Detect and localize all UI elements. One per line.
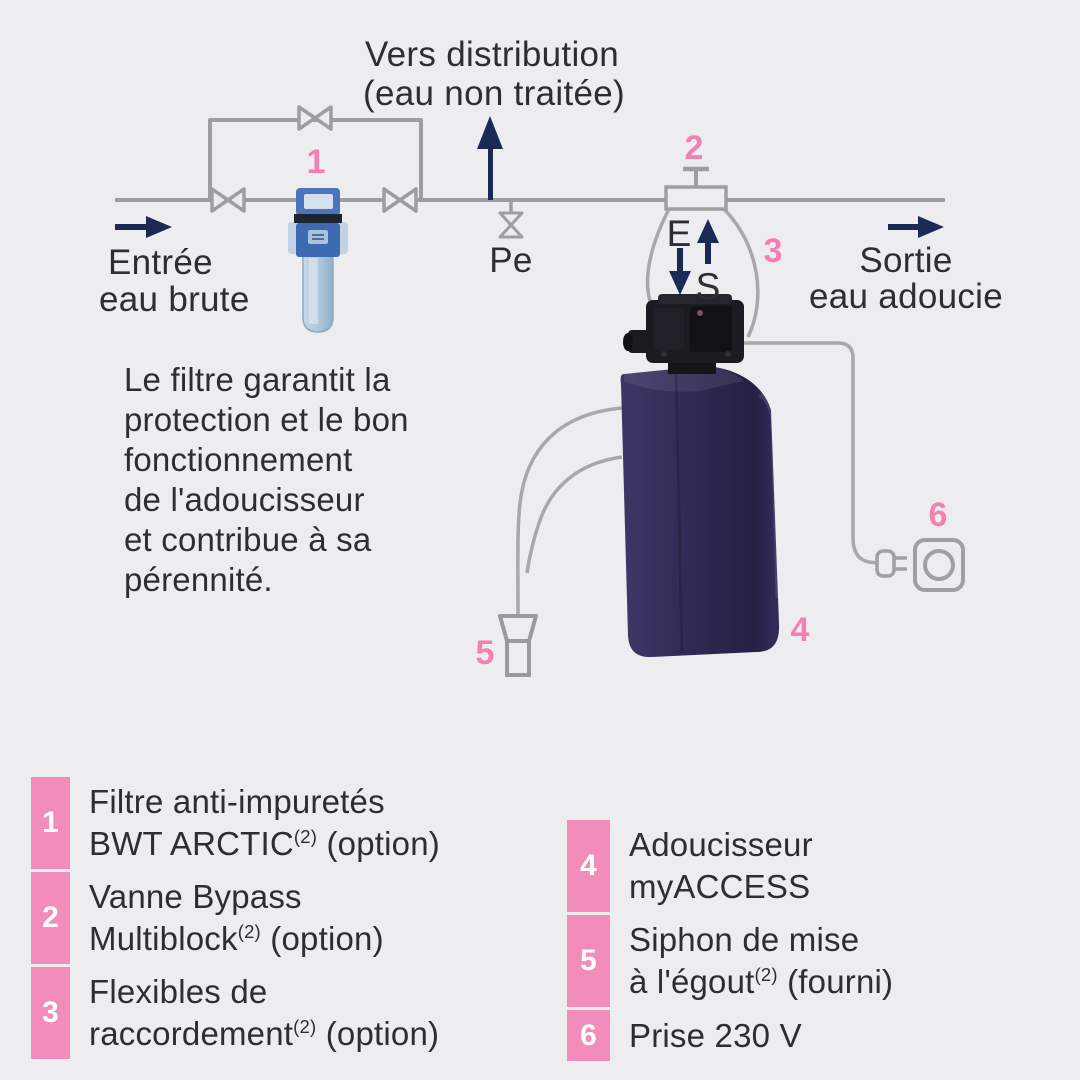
legend-line: raccordement <box>89 1015 294 1052</box>
valve-out-arrow-icon <box>697 219 719 264</box>
note-line: Le filtre garantit la <box>124 361 391 398</box>
label-distribution-line2: (eau non traitée) <box>363 74 625 113</box>
legend-line: myACCESS <box>629 868 811 905</box>
legend-badge-5: 5 <box>567 915 610 1007</box>
legend-line: (fourni) <box>777 963 894 1000</box>
softener-tank <box>620 366 781 658</box>
legend-line: Flexibles de <box>89 973 268 1010</box>
legend-line: (option) <box>317 825 440 862</box>
legend-line: Prise 230 V <box>629 1016 802 1054</box>
inlet-arrow-icon <box>115 216 172 238</box>
label-inlet-line2: eau brute <box>99 280 250 319</box>
note-line: et contribue à sa <box>124 521 372 558</box>
legend-badge-1: 1 <box>31 777 70 869</box>
pe-valve-icon <box>498 211 524 239</box>
valve-in-arrow-icon <box>669 248 691 295</box>
legend-item-filter: 1 Filtre anti-impuretés BWT ARCTIC(2) (o… <box>31 777 440 869</box>
bypass-valve-top-icon <box>297 105 333 131</box>
marker-filter: 1 <box>307 143 326 181</box>
legend-badge-3: 3 <box>31 967 70 1059</box>
drain-hose-outer <box>516 406 623 615</box>
multiblock-bypass <box>664 166 728 211</box>
legend-badge-2: 2 <box>31 872 70 964</box>
note-line: protection et le bon <box>124 401 409 438</box>
distribution-arrow-icon <box>477 116 503 200</box>
connection-hose-right <box>722 207 760 338</box>
filter-note: Le filtre garantit la protection et le b… <box>124 360 409 600</box>
legend-item-plug: 6 Prise 230 V <box>567 1010 893 1061</box>
outlet-arrow-icon <box>888 216 944 238</box>
legend-item-softener: 4 Adoucisseur myACCESS <box>567 820 893 912</box>
note-line: fonctionnement <box>124 441 353 478</box>
note-line: de l'adoucisseur <box>124 481 365 518</box>
label-distribution-line1: Vers distribution <box>365 35 619 74</box>
legend-line: (option) <box>260 920 384 957</box>
piping-diagram: Vers distribution (eau non traitée) Entr… <box>99 35 1003 677</box>
drain-hose-inner <box>525 455 623 574</box>
socket-icon <box>913 538 965 592</box>
power-cord <box>732 341 878 565</box>
filter-unit <box>288 188 348 333</box>
legend-line: Siphon de mise <box>629 921 860 958</box>
legend-item-bypass: 2 Vanne Bypass Multiblock(2) (option) <box>31 872 440 964</box>
legend-text-plug: Prise 230 V <box>610 1010 802 1061</box>
note-line: pérennité. <box>124 561 273 598</box>
legend-item-hoses: 3 Flexibles de raccordement(2) (option) <box>31 967 440 1059</box>
legend-text-bypass: Vanne Bypass Multiblock(2) (option) <box>70 872 384 964</box>
legend-footnote-sup: (2) <box>237 921 261 942</box>
legend-line: Multiblock <box>89 920 238 957</box>
marker-plug: 6 <box>929 496 948 534</box>
siphon-icon <box>498 614 538 677</box>
outlet-shutoff-valve-icon <box>382 187 418 213</box>
legend-left-column: 1 Filtre anti-impuretés BWT ARCTIC(2) (o… <box>31 777 440 1062</box>
label-outlet-line2: eau adoucie <box>809 277 1003 316</box>
control-valve-head <box>623 294 744 374</box>
legend-footnote-sup: (2) <box>754 964 778 985</box>
legend-right-column: 4 Adoucisseur myACCESS 5 Siphon de mise … <box>567 820 893 1064</box>
legend-line: Adoucisseur <box>629 826 813 863</box>
legend-line: Filtre anti-impuretés <box>89 783 385 820</box>
inlet-shutoff-valve-icon <box>210 187 246 213</box>
label-outlet-line1: Sortie <box>859 241 952 280</box>
legend-line: (option) <box>316 1015 440 1052</box>
marker-siphon: 5 <box>476 634 495 672</box>
legend-text-siphon: Siphon de mise à l'égout(2) (fourni) <box>610 915 893 1007</box>
label-valve-out: S <box>696 266 721 307</box>
legend-item-siphon: 5 Siphon de mise à l'égout(2) (fourni) <box>567 915 893 1007</box>
filter-bowl <box>302 255 334 333</box>
legend-footnote-sup: (2) <box>293 1016 317 1037</box>
legend-text-softener: Adoucisseur myACCESS <box>610 820 813 912</box>
legend-footnote-sup: (2) <box>293 826 318 847</box>
legend-badge-6: 6 <box>567 1010 610 1061</box>
legend-line: Vanne Bypass <box>89 878 302 915</box>
legend-line: à l'égout <box>629 963 755 1000</box>
legend-badge-4: 4 <box>567 820 610 912</box>
plug-icon <box>875 549 907 578</box>
marker-bypass: 2 <box>685 129 704 167</box>
marker-softener: 4 <box>791 611 810 649</box>
marker-hoses: 3 <box>764 232 783 270</box>
label-pe: Pe <box>489 241 532 280</box>
legend-text-filter: Filtre anti-impuretés BWT ARCTIC(2) (opt… <box>70 777 440 869</box>
label-inlet-line1: Entrée <box>108 243 213 282</box>
label-valve-in: E <box>667 213 692 254</box>
legend-line: BWT ARCTIC <box>89 825 294 862</box>
legend-text-hoses: Flexibles de raccordement(2) (option) <box>70 967 439 1059</box>
